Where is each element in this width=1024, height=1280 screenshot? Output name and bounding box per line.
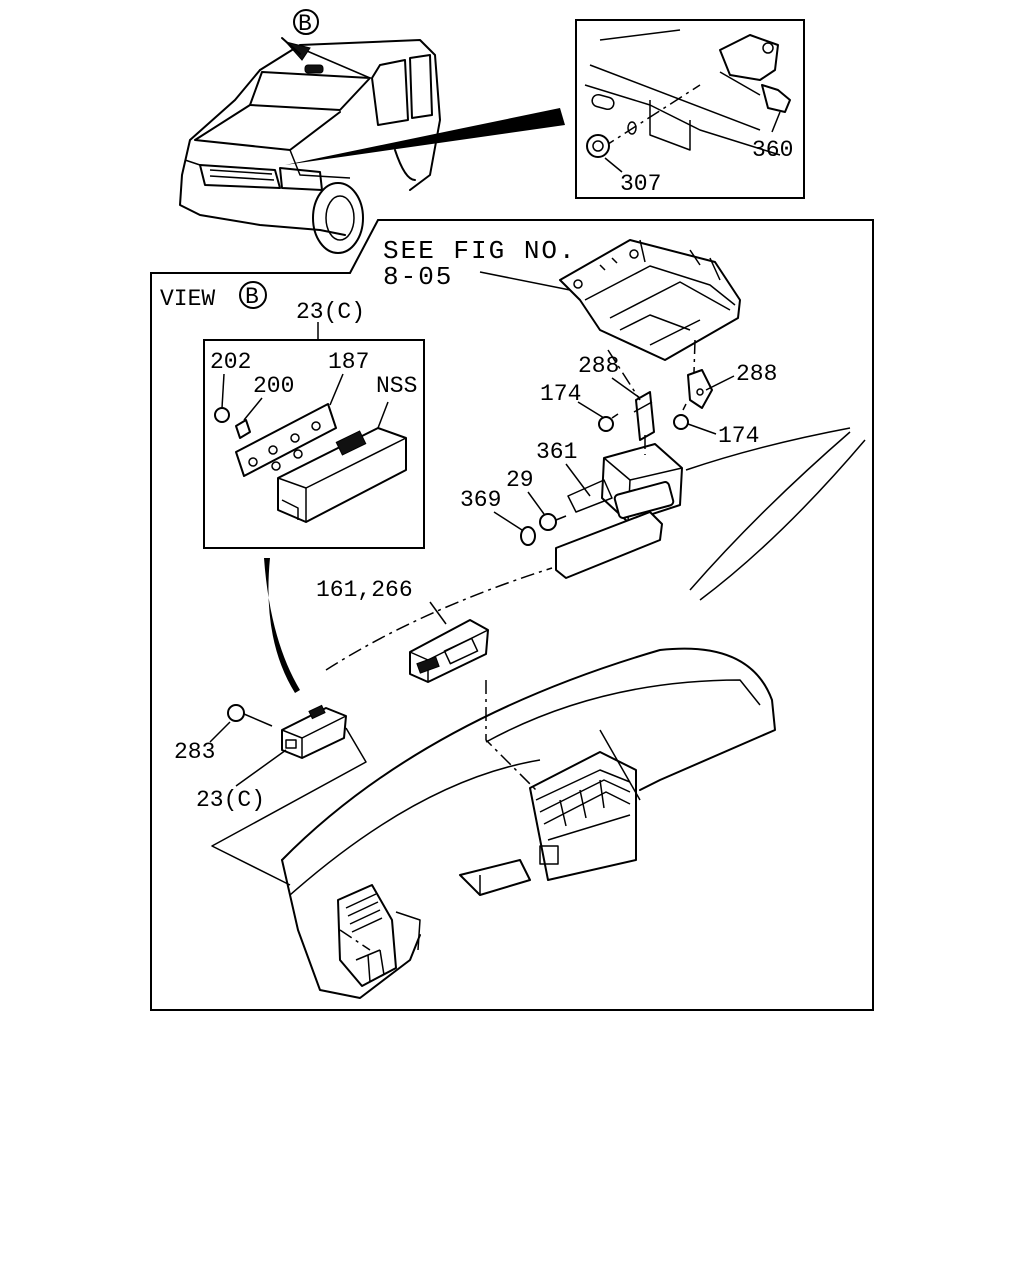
label-202: 202 [210,349,251,375]
label-174-right: 174 [718,423,759,449]
pointer-arrow-inset [264,558,300,693]
dome-lamp [409,619,489,683]
label-23c-top: 23(C) [296,299,365,325]
vehicle-illustration [179,37,441,254]
see-fig-line1: SEE FIG NO. [383,236,577,266]
inset-frame-nss [203,339,425,549]
headliner-edge [685,427,851,471]
pointer-arrow-top [285,108,565,165]
cap-369 [520,526,536,546]
label-360: 360 [752,137,793,163]
view-label: VIEW [160,286,215,312]
screw-283 [227,704,273,727]
view-b-marker-top: B [293,9,319,37]
label-174-left: 174 [540,381,581,407]
roof-bracket-detail [584,29,791,173]
nss-module-installed [281,704,347,759]
label-23c-bottom: 23(C) [196,787,265,813]
bracket-288-right [687,369,713,409]
b-marker-letter: B [298,11,312,37]
bracket-288-left [633,391,655,441]
see-fig-line2: 8-05 [383,262,453,292]
nss-module-exploded [214,373,407,523]
label-nss: NSS [376,373,417,399]
screw-29 [539,513,567,531]
label-161-266: 161,266 [316,577,413,603]
roof-structure [559,239,741,361]
detail-frame-top [575,19,805,199]
label-361: 361 [536,439,577,465]
screw-174-right [673,403,689,430]
screw-174-left [598,413,619,432]
view-b-frame [150,219,874,1011]
label-187: 187 [328,349,369,375]
label-288-right: 288 [736,361,777,387]
view-b-marker: B [239,281,267,310]
label-288-left: 288 [578,353,619,379]
label-307: 307 [620,171,661,197]
dashboard [281,647,776,999]
rearview-mirror-assembly [555,435,683,579]
label-200: 200 [253,373,294,399]
label-369: 369 [460,487,501,513]
svg-text:B: B [245,284,259,310]
label-29: 29 [506,467,534,493]
label-283: 283 [174,739,215,765]
